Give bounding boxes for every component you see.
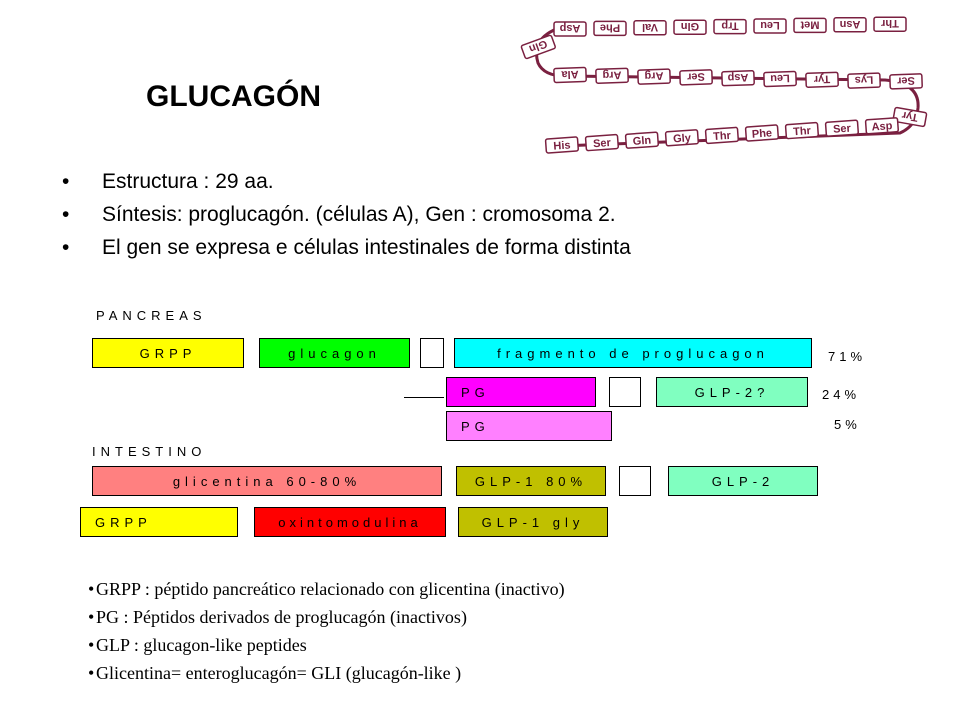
intestino-glp2-box: GLP-2 <box>668 466 818 496</box>
residue-r3-5: Phe <box>744 124 779 142</box>
percent-24: 24% <box>822 387 861 402</box>
residue-r3-2: Gln <box>624 131 659 149</box>
intestino-label: INTESTINO <box>92 444 207 459</box>
pancreas-spacer-box <box>420 338 444 368</box>
residue-r3-0: His <box>544 136 579 154</box>
residue-r1-6: Leu <box>753 18 787 34</box>
bullet-item: Síntesis: proglucagón. (células A), Gen … <box>62 198 631 231</box>
pancreas-grpp-box: GRPP <box>92 338 244 368</box>
residue-r2-2: Arg <box>637 68 671 85</box>
svg-text:Trp: Trp <box>721 20 738 32</box>
svg-text:Leu: Leu <box>760 19 780 31</box>
bullet-item: El gen se expresa e células intestinales… <box>62 231 631 264</box>
svg-text:Asp: Asp <box>871 120 893 133</box>
pancreas-pg2-box: PG <box>446 411 612 441</box>
pancreas-pg1-box: PG <box>446 377 596 407</box>
svg-text:Ser: Ser <box>896 74 915 87</box>
svg-text:Phe: Phe <box>600 21 620 33</box>
notes-list: GRPP : péptido pancreático relacionado c… <box>88 575 565 687</box>
residue-r3-4: Thr <box>704 126 739 145</box>
bullet-item: Estructura : 29 aa. <box>62 165 631 198</box>
svg-text:Gly: Gly <box>673 132 692 145</box>
note-item: Glicentina= enteroglucagón= GLI (glucagó… <box>88 659 565 687</box>
svg-text:Phe: Phe <box>752 127 773 140</box>
svg-text:Val: Val <box>642 21 658 33</box>
residue-r3-1: Ser <box>584 133 619 152</box>
svg-text:Lys: Lys <box>855 73 874 86</box>
residue-r1-4: Gln <box>673 19 707 35</box>
svg-text:Arg: Arg <box>644 69 663 82</box>
svg-text:Gln: Gln <box>632 135 651 148</box>
pancreas-glucagon-box: glucagon <box>259 338 410 368</box>
pancreas-fragment-box: fragmento de proglucagon <box>454 338 812 368</box>
svg-text:Gln: Gln <box>681 20 700 32</box>
intestino-oxintomodulina-box: oxintomodulina <box>254 507 446 537</box>
residue-r2-4: Asp <box>721 69 755 87</box>
intestino-glp1gly-box: GLP-1 gly <box>458 507 608 537</box>
svg-text:Ser: Ser <box>593 137 612 150</box>
residue-r1-0: Gln <box>520 34 556 60</box>
residue-r1-8: Asn <box>833 17 867 33</box>
connector-line <box>404 397 444 398</box>
residue-r1-9: Thr <box>873 16 907 32</box>
residue-r2-6: Tyr <box>805 71 839 89</box>
residue-r2-1: Arg <box>595 67 629 85</box>
residue-turn-0: Tyr <box>892 106 928 128</box>
svg-text:Ala: Ala <box>560 68 578 81</box>
residue-r1-1: Asp <box>553 21 587 37</box>
slide-title: GLUCAGÓN <box>146 80 321 113</box>
svg-text:Thr: Thr <box>713 130 732 143</box>
bullet-list: Estructura : 29 aa. Síntesis: proglucagó… <box>62 165 631 264</box>
svg-text:Ser: Ser <box>686 70 705 83</box>
residue-r2-7: Lys <box>847 72 881 89</box>
svg-text:Ser: Ser <box>833 123 852 136</box>
residue-r1-5: Trp <box>713 18 747 35</box>
svg-text:Gln: Gln <box>527 37 549 55</box>
svg-text:Tyr: Tyr <box>813 73 830 86</box>
residue-r3-7: Ser <box>824 119 859 137</box>
residue-r2-8: Ser <box>889 73 923 90</box>
svg-text:Met: Met <box>800 18 819 30</box>
pancreas-glp2-box: GLP-2? <box>656 377 808 407</box>
svg-text:Arg: Arg <box>602 68 621 81</box>
residue-r1-2: Phe <box>593 20 627 37</box>
residue-r2-3: Ser <box>679 69 713 86</box>
svg-text:Thr: Thr <box>793 125 812 138</box>
note-item: GRPP : péptido pancreático relacionado c… <box>88 575 565 603</box>
residue-r3-6: Thr <box>784 121 819 140</box>
intestino-glicentina-box: glicentina 60-80% <box>92 466 442 496</box>
svg-text:Asp: Asp <box>559 22 580 34</box>
note-item: GLP : glucagon-like peptides <box>88 631 565 659</box>
svg-text:His: His <box>553 139 571 152</box>
svg-text:Thr: Thr <box>880 17 898 29</box>
svg-text:Leu: Leu <box>770 72 790 85</box>
residue-r2-0: Ala <box>553 66 587 84</box>
percent-5: 5% <box>834 417 861 432</box>
residue-r1-7: Met <box>793 17 827 34</box>
residue-r3-3: Gly <box>664 129 699 147</box>
intestino-spacer-box <box>619 466 651 496</box>
pancreas-spacer-box-2 <box>609 377 641 407</box>
pancreas-label: PANCREAS <box>96 308 207 323</box>
intestino-grpp-box: GRPP <box>80 507 238 537</box>
residue-r1-3: Val <box>633 20 667 36</box>
svg-text:Asn: Asn <box>839 18 860 30</box>
residue-r3-8: Asp <box>864 117 899 135</box>
percent-71: 71% <box>828 349 867 364</box>
intestino-glp1-box: GLP-1 80% <box>456 466 606 496</box>
svg-text:Asp: Asp <box>727 71 748 84</box>
residue-r2-5: Leu <box>763 70 797 88</box>
svg-text:Tyr: Tyr <box>900 109 919 124</box>
note-item: PG : Péptidos derivados de proglucagón (… <box>88 603 565 631</box>
